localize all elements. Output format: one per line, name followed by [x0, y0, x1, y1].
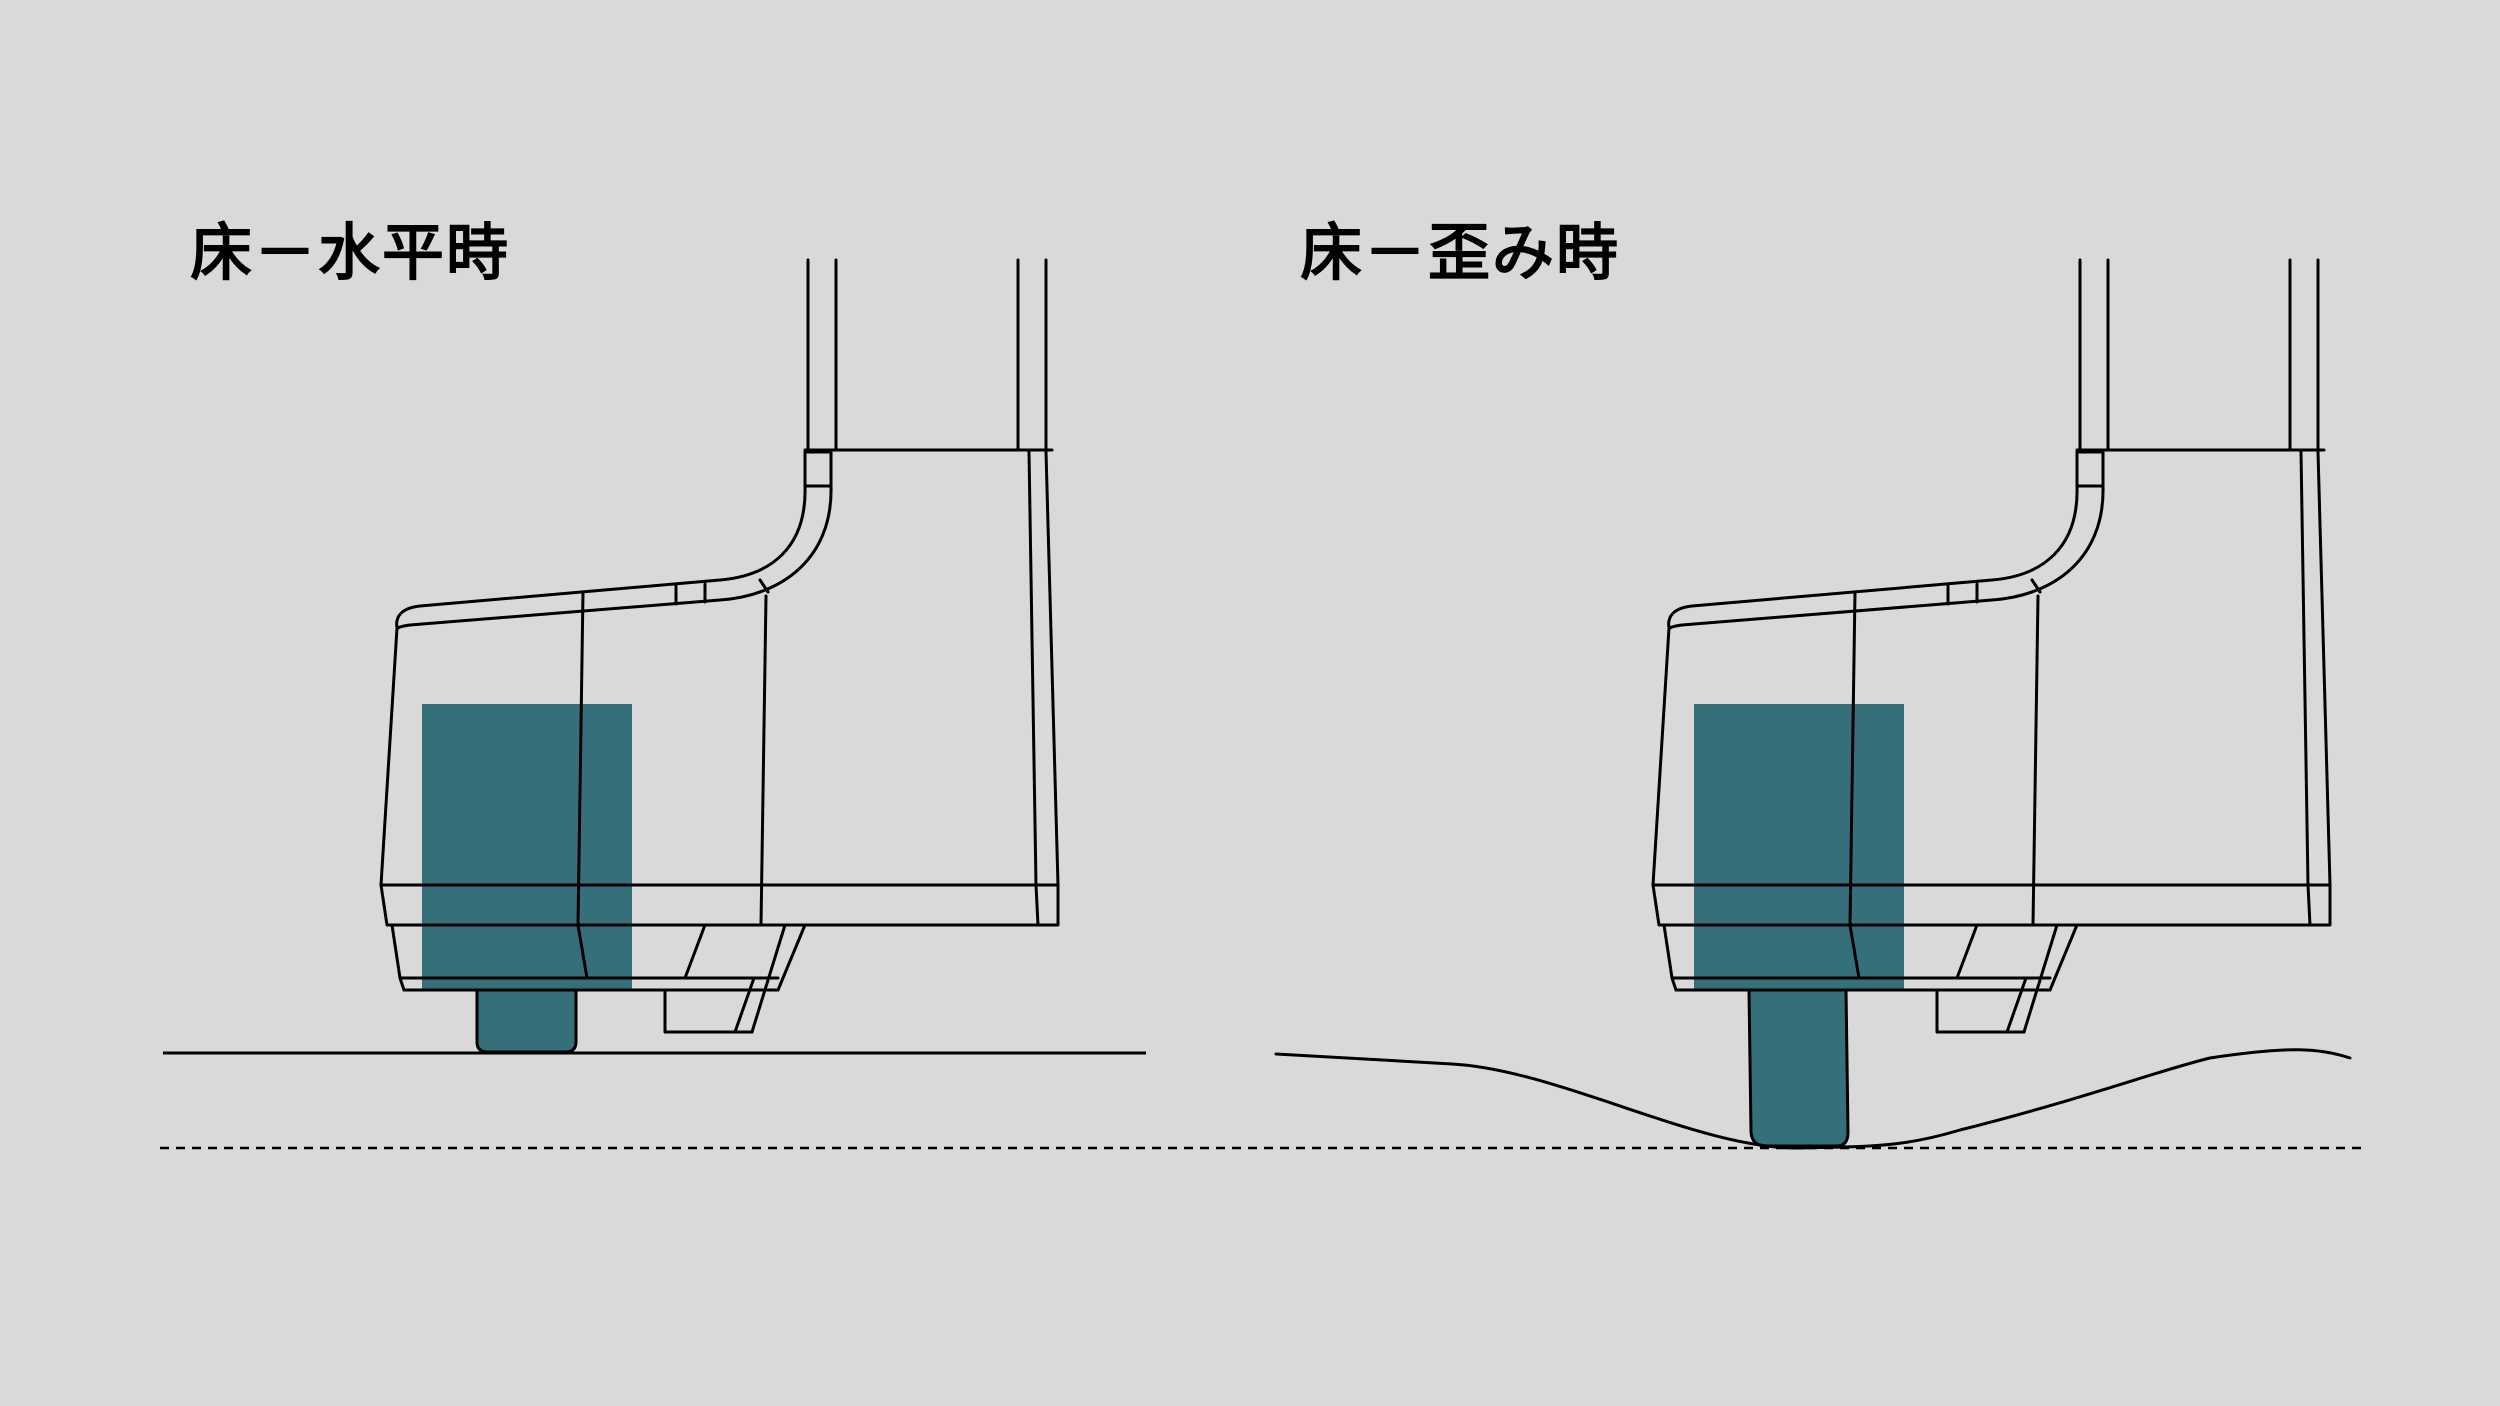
right-panel-cabinet — [1651, 258, 2332, 1148]
right-leveling-foot-extended — [1747, 988, 1850, 1148]
right-foot-housing — [1694, 704, 1904, 990]
right-panel-title: 床－歪み時 — [1300, 216, 1621, 289]
right-distorted-floor-curve — [1274, 1048, 2352, 1150]
left-panel-title: 床－水平時 — [190, 216, 511, 289]
left-leveling-foot — [475, 988, 578, 1054]
left-foot-housing — [422, 704, 632, 990]
left-panel-cabinet — [163, 258, 1146, 1055]
